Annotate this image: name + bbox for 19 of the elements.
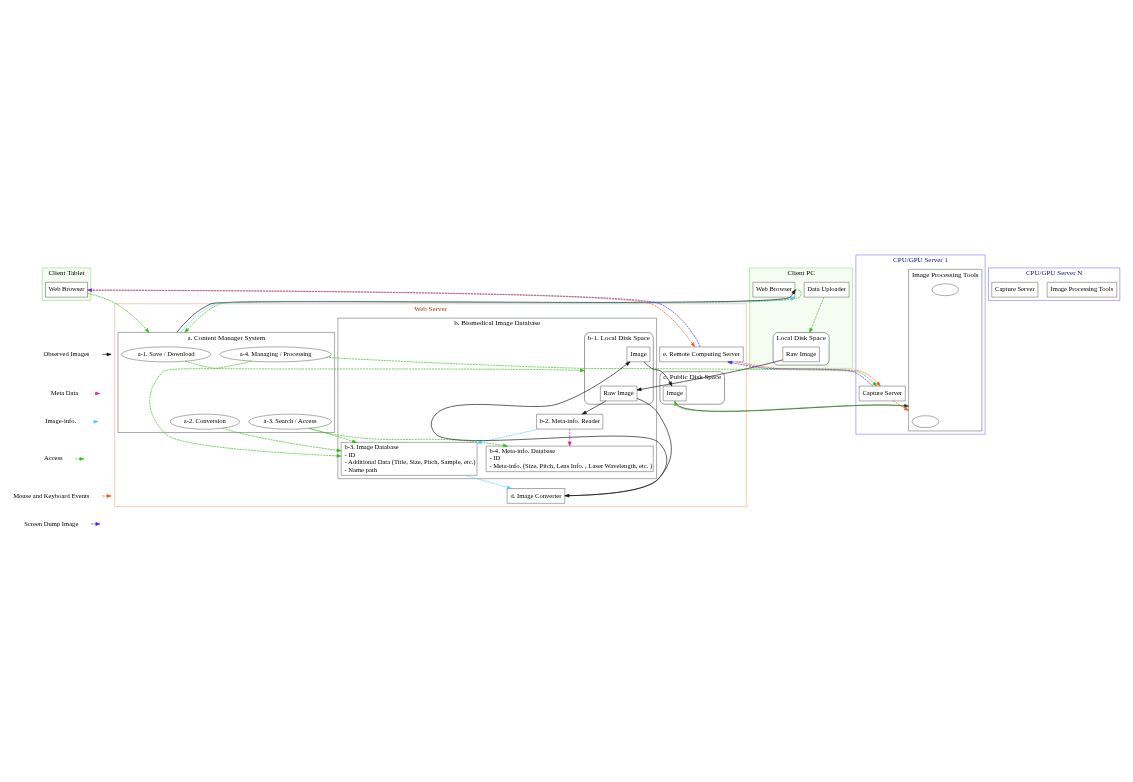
- arrow: [564, 397, 672, 497]
- arrow: [149, 360, 342, 458]
- arrow: [308, 427, 508, 447]
- arrow: [636, 359, 784, 391]
- arrow: [465, 474, 512, 489]
- node-ellipse: [911, 415, 940, 428]
- arrow: [87, 292, 150, 333]
- arrow: [476, 428, 540, 444]
- arrow: [809, 296, 825, 333]
- arrow: [222, 427, 342, 452]
- node-ellipse: [931, 283, 959, 296]
- arrow: [643, 361, 673, 386]
- arrow: [310, 427, 357, 443]
- arrow: [180, 296, 796, 333]
- arrow: [184, 360, 585, 372]
- arrow: [325, 356, 877, 386]
- arrow: [567, 428, 572, 446]
- arrow: [581, 400, 607, 415]
- arrow: [430, 361, 668, 496]
